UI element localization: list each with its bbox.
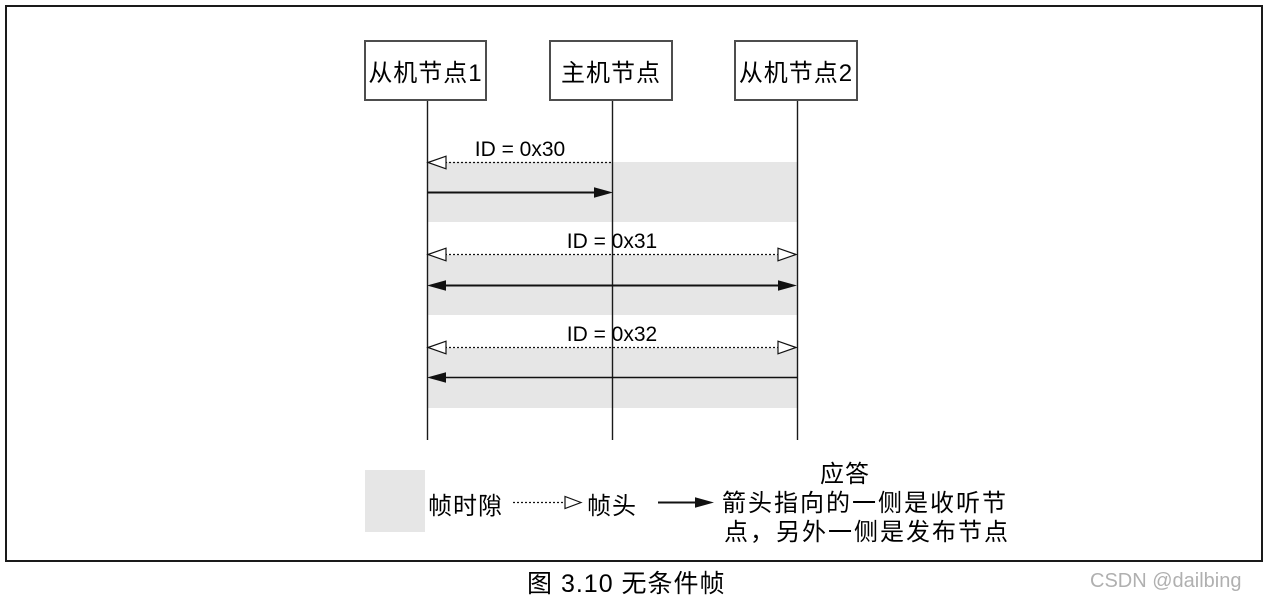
legend-response-desc-line2: 点，另外一侧是发布节点 [724, 519, 1010, 546]
legend-header-arrowhead [564, 495, 583, 510]
node-label-slave1: 从机节点1 [368, 60, 483, 87]
response-arrowhead-right-0x30 [594, 187, 613, 198]
node-label-master: 主机节点 [561, 60, 661, 87]
header-arrowhead-right-0x32 [777, 340, 798, 355]
node-label-slave2: 从机节点2 [738, 60, 854, 87]
response-arrowhead-right-0x31 [778, 280, 797, 291]
watermark-text: CSDN @dailbing [1090, 570, 1242, 592]
response-arrowhead-left-0x31 [427, 280, 446, 291]
figure-border [5, 5, 1263, 562]
header-arrowhead-left-0x32 [426, 340, 447, 355]
header-arrowhead-left-0x31 [426, 247, 447, 262]
node-box-slave2: 从机节点2 [734, 40, 858, 101]
node-box-master: 主机节点 [549, 40, 673, 101]
legend-response-desc-line1: 箭头指向的一侧是收听节 [722, 490, 1008, 517]
frame-id-label-0x32: ID = 0x32 [566, 323, 658, 346]
response-arrowhead-left-0x32 [427, 372, 446, 383]
legend-response-title: 应答 [820, 461, 870, 488]
frame-id-label-0x30: ID = 0x30 [474, 138, 566, 161]
legend-frame-slot-label: 帧时隙 [428, 493, 503, 520]
legend-response-arrowhead [695, 497, 714, 508]
figure-caption: 图 3.10 无条件帧 [527, 570, 726, 598]
frame-id-label-0x31: ID = 0x31 [566, 230, 658, 253]
header-arrowhead-right-0x31 [777, 247, 798, 262]
node-box-slave1: 从机节点1 [364, 40, 487, 101]
legend-frame-slot-swatch [365, 470, 425, 532]
legend-header-label: 帧头 [587, 493, 637, 520]
header-arrowhead-left-0x30 [426, 155, 447, 170]
